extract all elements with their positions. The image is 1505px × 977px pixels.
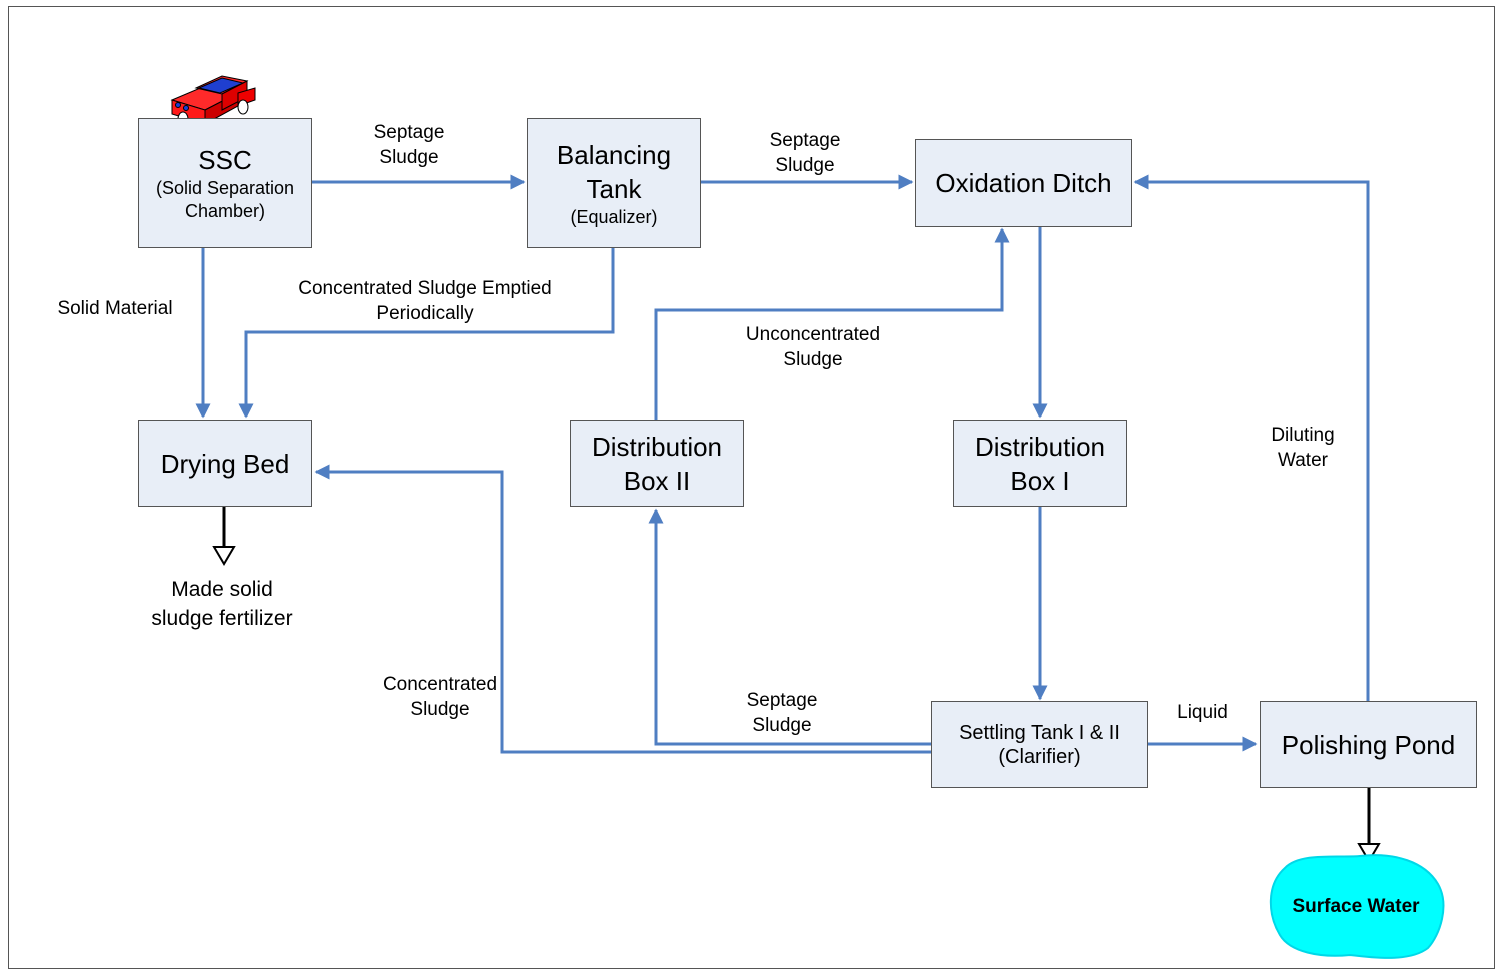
oxidation-ditch-box: Oxidation Ditch: [915, 139, 1132, 227]
distribution-box-2: Distribution Box II: [570, 420, 744, 507]
balancing-tank-line2: Tank: [586, 173, 642, 204]
distribution-box-1-line2: Box I: [1010, 465, 1070, 496]
surface-water-label: Surface Water: [1292, 896, 1420, 917]
arrow-polishing-to-oxidation: [1133, 174, 1370, 701]
label-concentrated-emptied: Concentrated Sludge Emptied Periodically: [298, 278, 552, 324]
arrow-settling-to-distbox2: [648, 508, 931, 746]
drying-bed-title: Drying Bed: [160, 448, 290, 479]
settling-tank-line1: Settling Tank I & II: [959, 721, 1120, 744]
label-balancing-to-oxidation: Septage Sludge: [769, 130, 841, 176]
arrow-drying-bed-output-head: [212, 546, 236, 566]
label-liquid: Liquid: [1177, 702, 1228, 723]
ssc-subtitle-2: Chamber): [184, 201, 266, 221]
diagram-frame: [8, 6, 1495, 969]
label-concentrated: Concentrated Sludge: [382, 674, 498, 720]
balancing-tank-subtitle: (Equalizer): [570, 206, 658, 227]
ssc-subtitle-1: (Solid Separation: [155, 178, 295, 198]
balancing-tank-line1: Balancing: [556, 139, 672, 170]
ssc-box: SSC (Solid Separation Chamber): [138, 118, 312, 248]
distribution-box-1: Distribution Box I: [953, 420, 1127, 507]
arrow-distbox2-to-oxidation: [654, 227, 1010, 420]
label-diluting-water: Diluting Water: [1271, 425, 1335, 471]
distribution-box-2-line1: Distribution: [591, 431, 723, 462]
arrow-polishing-output-head: [1357, 843, 1381, 863]
label-made-solid: Made solid sludge fertilizer: [151, 578, 293, 630]
polishing-pond-box: Polishing Pond: [1260, 701, 1477, 788]
balancing-tank-box: Balancing Tank (Equalizer): [527, 118, 701, 248]
label-solid-material: Solid Material: [57, 298, 173, 319]
settling-tank-box: Settling Tank I & II (Clarifier): [931, 701, 1148, 788]
surface-water-blob: [1269, 854, 1445, 959]
label-unconcentrated: Unconcentrated Sludge: [745, 324, 881, 370]
ssc-title: SSC: [198, 145, 252, 175]
label-septage-return: Septage Sludge: [746, 690, 818, 736]
arrow-settling-to-drying-bed: [314, 464, 931, 754]
drying-bed-box: Drying Bed: [138, 420, 312, 507]
arrow-balancing-to-drying-bed: [238, 248, 615, 419]
oxidation-ditch-title: Oxidation Ditch: [935, 168, 1112, 198]
distribution-box-1-line1: Distribution: [974, 431, 1106, 462]
distribution-box-2-line2: Box II: [623, 465, 691, 496]
settling-tank-line2: (Clarifier): [998, 745, 1081, 768]
label-ssc-to-balancing: Septage Sludge: [373, 122, 445, 168]
polishing-pond-title: Polishing Pond: [1281, 729, 1456, 760]
